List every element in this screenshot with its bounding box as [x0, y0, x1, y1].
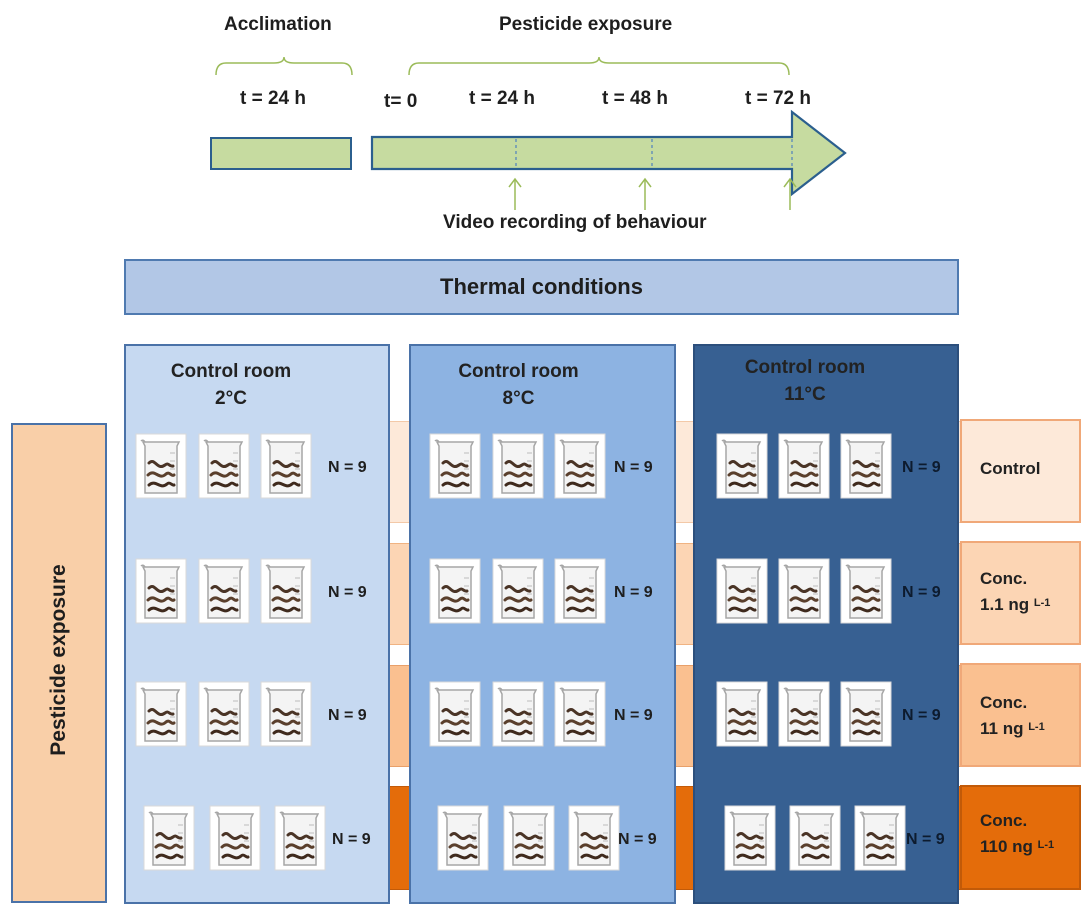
sample-size-label-11c-control: N = 9 [902, 459, 941, 476]
beaker-icon [274, 805, 326, 871]
room-2c-title: Control room 2°C [100, 358, 362, 412]
beaker-icon [716, 433, 768, 499]
acclimation-bar [210, 137, 352, 170]
acclimation-brace [215, 56, 353, 76]
unit-superscript: L-1 [1033, 597, 1051, 609]
beaker-icon [198, 558, 250, 624]
time-t48: t = 48 h [602, 88, 668, 109]
treatment-conc-11-line2: 11 ng L-1 [980, 719, 1045, 738]
acclimation-time: t = 24 h [240, 88, 306, 109]
exposure-arrow [370, 109, 847, 197]
beaker-icon [135, 433, 187, 499]
video-recording-label: Video recording of behaviour [443, 212, 707, 233]
room-11c-title-line1: Control room [744, 357, 866, 378]
beaker-icon [840, 558, 892, 624]
beaker-icon [260, 558, 312, 624]
thermal-conditions-header: Thermal conditions [124, 259, 959, 315]
beaker-icon [716, 681, 768, 747]
time-t24: t = 24 h [469, 88, 535, 109]
beaker-icon [854, 805, 906, 871]
beaker-icon [429, 433, 481, 499]
room-11c-title-line2: 11°C [784, 384, 826, 405]
time-t72: t = 72 h [745, 88, 811, 109]
beaker-icon [429, 681, 481, 747]
treatment-conc-1-1-line1: Conc. [980, 569, 1028, 588]
beaker-icon [143, 805, 195, 871]
treatment-label-conc-1-1: Conc. 1.1 ng L-1 [980, 566, 1050, 618]
thermal-conditions-label: Thermal conditions [440, 274, 643, 299]
sample-size-label-11c-conc-110: N = 9 [906, 831, 945, 848]
beaker-icon [492, 681, 544, 747]
treatment-label-control: Control [980, 456, 1040, 482]
sample-size-label-2c-control: N = 9 [328, 459, 367, 476]
beaker-icon [840, 433, 892, 499]
unit-superscript: L-1 [1028, 721, 1045, 733]
treatment-label-conc-11: Conc. 11 ng L-1 [980, 690, 1045, 742]
recording-marker-72h [783, 177, 797, 210]
sample-size-label-11c-conc-1-1: N = 9 [902, 584, 941, 601]
room-8c-title: Control room 8°C [387, 358, 650, 412]
exposure-brace [408, 56, 790, 76]
recording-marker-24h [508, 177, 522, 210]
treatment-box-conc-11 [960, 663, 1081, 767]
beaker-icon [789, 805, 841, 871]
exposure-label: Pesticide exposure [499, 14, 673, 35]
sample-size-label-2c-conc-1-1: N = 9 [328, 584, 367, 601]
beaker-icon [568, 805, 620, 871]
beaker-icon [554, 558, 606, 624]
sample-size-label-2c-conc-110: N = 9 [332, 831, 371, 848]
sample-size-label-8c-conc-110: N = 9 [618, 831, 657, 848]
beaker-icon [503, 805, 555, 871]
treatment-conc-110-line1: Conc. [980, 811, 1028, 830]
sample-size-label-2c-conc-11: N = 9 [328, 707, 367, 724]
beaker-icon [260, 433, 312, 499]
acclimation-label: Acclimation [224, 14, 332, 35]
recording-marker-48h [638, 177, 652, 210]
beaker-icon [492, 433, 544, 499]
sample-size-label-8c-conc-1-1: N = 9 [614, 584, 653, 601]
treatment-box-conc-110 [960, 785, 1081, 890]
treatment-box-control [960, 419, 1081, 523]
beaker-icon [429, 558, 481, 624]
pesticide-exposure-side-box [11, 423, 107, 903]
room-8c-title-line1: Control room [458, 361, 579, 382]
beaker-icon [437, 805, 489, 871]
beaker-icon [778, 681, 830, 747]
room-2c-title-line1: Control room [170, 361, 292, 382]
room-8c-title-line2: 8°C [502, 388, 535, 409]
unit-superscript: L-1 [1037, 839, 1055, 851]
treatment-conc-1-1-line2: 1.1 ng L-1 [980, 595, 1051, 614]
beaker-icon [492, 558, 544, 624]
sample-size-label-8c-conc-11: N = 9 [614, 707, 653, 724]
beaker-icon [554, 681, 606, 747]
beaker-icon [778, 558, 830, 624]
treatment-conc-11-line1: Conc. [980, 693, 1028, 712]
beaker-icon [724, 805, 776, 871]
time-t0: t= 0 [384, 91, 418, 112]
treatment-label-conc-110: Conc. 110 ng L-1 [980, 808, 1054, 860]
beaker-icon [260, 681, 312, 747]
beaker-icon [554, 433, 606, 499]
beaker-icon [135, 558, 187, 624]
sample-size-label-8c-control: N = 9 [614, 459, 653, 476]
treatment-control-line1: Control [980, 459, 1041, 478]
beaker-icon [840, 681, 892, 747]
pesticide-exposure-side-label: Pesticide exposure [47, 564, 70, 756]
sample-size-label-11c-conc-11: N = 9 [902, 707, 941, 724]
treatment-conc-110-line2: 110 ng L-1 [980, 837, 1055, 856]
beaker-icon [778, 433, 830, 499]
beaker-icon [135, 681, 187, 747]
room-2c-title-line2: 2°C [215, 388, 247, 409]
beaker-icon [198, 681, 250, 747]
treatment-box-conc-1-1 [960, 541, 1081, 645]
beaker-icon [716, 558, 768, 624]
room-11c-title: Control room 11°C [674, 354, 936, 408]
beaker-icon [209, 805, 261, 871]
beaker-icon [198, 433, 250, 499]
